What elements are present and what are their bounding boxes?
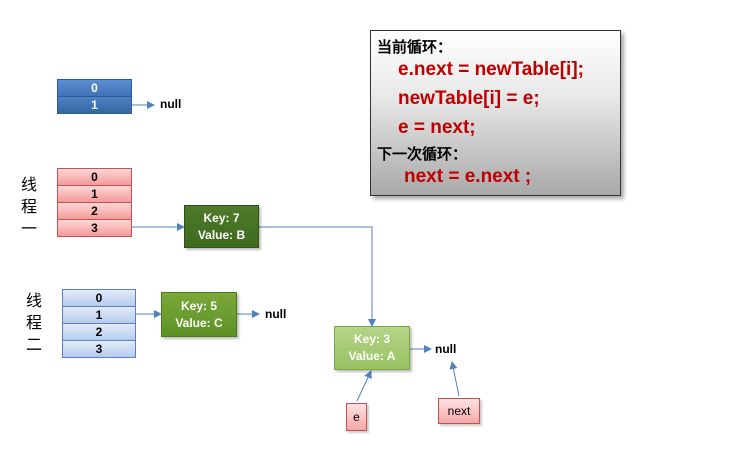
code-next-line-1: next = e.next ; [404,166,532,187]
arrow-e-to-key3 [356,370,372,402]
node-key5: Key: 5 Value: C [161,292,237,337]
thread2-label-char-2: 程 [26,313,43,332]
arrow-key7-to-key3 [259,226,376,327]
thread2-label: 线 程 二 [26,290,42,356]
node-key5-key: Key: 5 [180,298,218,313]
pointer-next: next [438,398,480,424]
thread1-label: 线 程 一 [21,174,37,240]
code-current-line-2: newTable[i] = e; [398,88,540,109]
key5-null-label: null [265,307,287,321]
thread1-label-char-3: 一 [21,219,38,238]
key3-null-label: null [435,342,457,356]
node-key7-key: Key: 7 [203,210,240,225]
thread1-cell-1: 1 [57,185,132,203]
node-key7: Key: 7 Value: B [184,205,259,248]
code-current-line-1: e.next = newTable[i]; [398,59,584,80]
top-array-cell-0: 0 [57,79,132,97]
code-box: 当前循环： e.next = newTable[i]; newTable[i] … [370,30,621,196]
arrow-next-to-null [449,361,460,397]
pointer-e: e [346,403,367,431]
thread1-label-char-2: 程 [21,197,38,216]
thread1-label-char-1: 线 [21,175,38,194]
thread1-cell-2: 2 [57,202,132,220]
node-key3: Key: 3 Value: A [334,326,410,370]
thread2-label-char-3: 二 [26,335,43,354]
thread2-cell-2: 2 [62,323,136,341]
node-key7-value: Value: B [197,227,246,242]
top-null-label: null [160,97,182,111]
thread2-label-char-1: 线 [26,291,43,310]
node-key5-value: Value: C [175,315,223,330]
top-array-cell-1: 1 [57,96,132,114]
code-current-header: 当前循环： [377,38,453,56]
thread2-cell-1: 1 [62,306,136,324]
node-key3-value: Value: A [348,349,396,363]
code-current-line-3: e = next; [398,117,476,138]
thread1-cell-3: 3 [57,219,132,237]
code-next-header: 下一次循环： [377,145,468,163]
thread1-cell-0: 0 [57,168,132,186]
thread2-cell-0: 0 [62,289,136,307]
thread2-cell-3: 3 [62,340,136,358]
node-key3-key: Key: 3 [353,332,391,346]
